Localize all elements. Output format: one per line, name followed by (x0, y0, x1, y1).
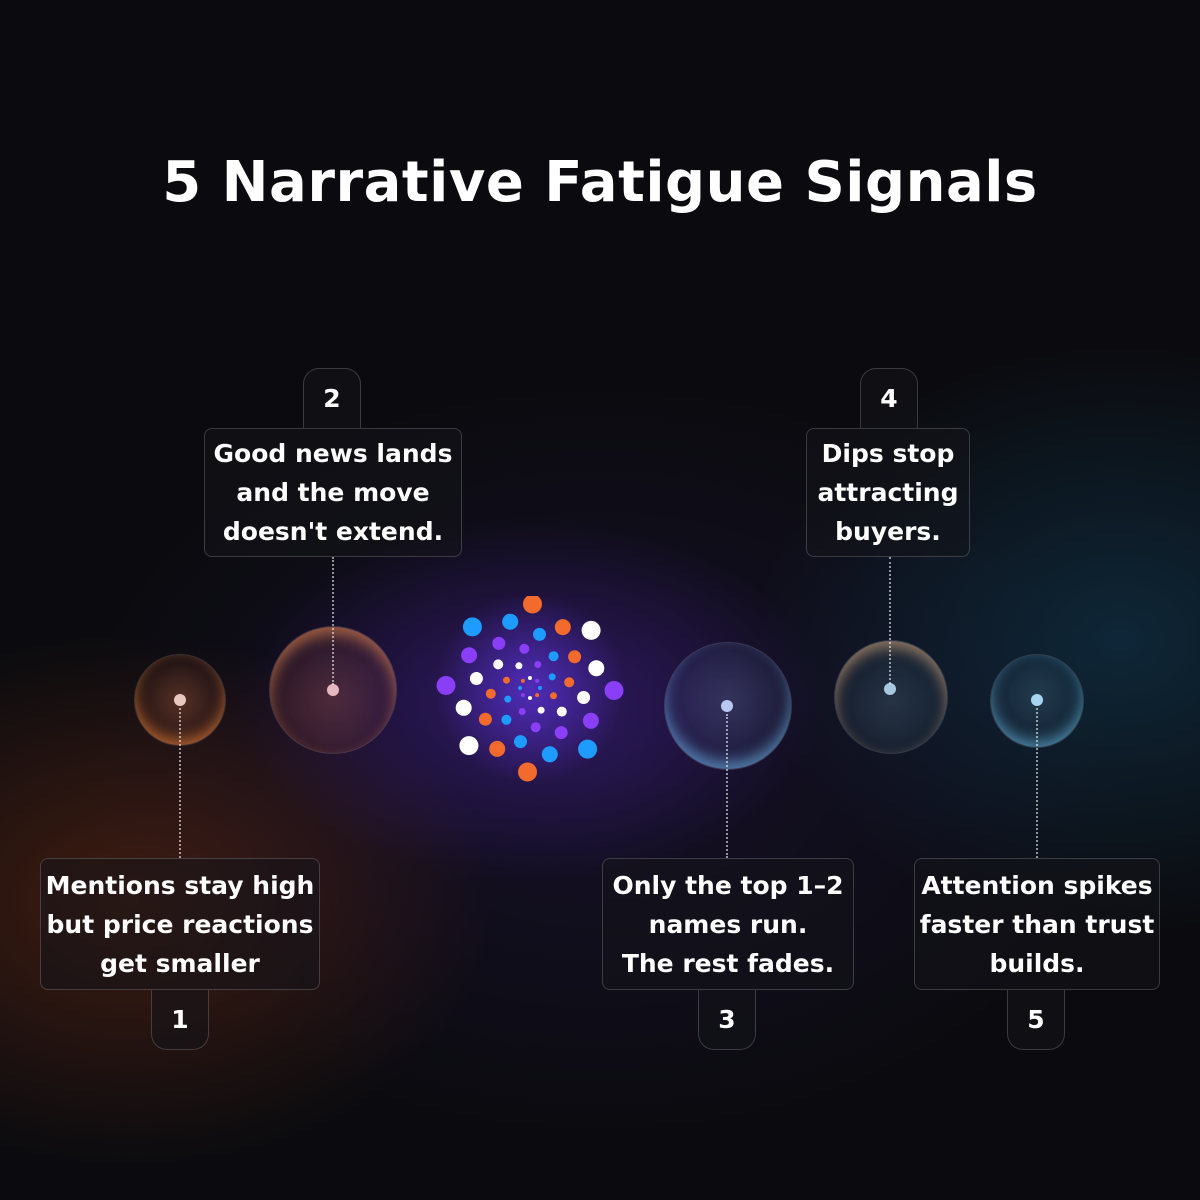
spiral-dot (581, 620, 601, 640)
signal-4-marker (884, 683, 896, 695)
spiral-dot (556, 706, 567, 717)
spiral-dot (503, 676, 510, 684)
spiral-dot (501, 714, 512, 725)
signal-2-card: Good news lands and the move doesn't ext… (204, 428, 462, 557)
spiral-dot (530, 722, 541, 733)
signal-2-number: 2 (303, 368, 361, 428)
spiral-dot (554, 619, 571, 636)
spiral-dot (548, 651, 559, 662)
signal-5-number: 5 (1007, 990, 1065, 1050)
spiral-dot (478, 712, 492, 726)
spiral-dot (538, 686, 542, 690)
spiral-dot (518, 708, 526, 715)
spiral-dot (514, 735, 527, 749)
spiral-dot (535, 693, 540, 698)
spiral-dot (588, 660, 605, 677)
spiral-glow (435, 596, 625, 783)
signal-3-marker (721, 700, 733, 712)
signal-5-card: Attention spikes faster than trust build… (914, 858, 1160, 990)
spiral-dot (533, 627, 546, 641)
spiral-dot (485, 688, 496, 699)
spiral-dot (548, 673, 556, 681)
spiral-dot (528, 696, 532, 700)
signal-1-connector (179, 708, 181, 858)
spiral-dots-logo-icon (435, 596, 625, 783)
spiral-dot (493, 659, 504, 670)
spiral-dot (537, 706, 545, 714)
signal-3-number: 3 (698, 990, 756, 1050)
spiral-dot (568, 650, 582, 664)
spiral-dot (502, 613, 519, 630)
signal-4-number: 4 (860, 368, 918, 428)
spiral-dot (519, 643, 530, 654)
signal-3-connector (726, 714, 728, 858)
signal-1-card: Mentions stay high but price reactions g… (40, 858, 320, 990)
spiral-dot (504, 695, 512, 703)
spiral-dot (554, 726, 568, 740)
signal-5-connector (1036, 708, 1038, 858)
spiral-dot (455, 699, 472, 716)
signal-4-card: Dips stop attracting buyers. (806, 428, 970, 557)
spiral-dot (518, 686, 522, 690)
spiral-dot (535, 678, 540, 683)
spiral-dot (520, 678, 525, 683)
spiral-dot (518, 762, 537, 782)
spiral-dot (528, 676, 532, 680)
spiral-dot (541, 746, 558, 763)
spiral-dot (520, 693, 525, 698)
signal-4-orb (834, 640, 948, 754)
spiral-dot (578, 739, 598, 759)
signal-4-connector (889, 557, 891, 684)
page-title: 5 Narrative Fatigue Signals (162, 150, 1038, 215)
spiral-dot (436, 676, 456, 695)
spiral-dot (492, 636, 506, 650)
spiral-dot (461, 647, 478, 664)
spiral-dot (459, 736, 479, 756)
signal-1-marker (174, 694, 186, 706)
spiral-dot (515, 662, 523, 670)
signal-5-marker (1031, 694, 1043, 706)
signal-3-card: Only the top 1–2 names run. The rest fad… (602, 858, 854, 990)
spiral-dot (534, 661, 542, 668)
signal-1-number: 1 (151, 990, 209, 1050)
spiral-dot (582, 712, 599, 729)
spiral-dot (462, 617, 482, 637)
spiral-dot (489, 740, 506, 757)
spiral-dot (523, 596, 542, 614)
spiral-dot (604, 681, 624, 700)
spiral-dot (550, 692, 557, 700)
signal-2-connector (332, 557, 334, 685)
signal-2-marker (327, 684, 339, 696)
spiral-dot (469, 672, 483, 685)
spiral-dot (577, 691, 591, 704)
spiral-dot (564, 677, 575, 688)
